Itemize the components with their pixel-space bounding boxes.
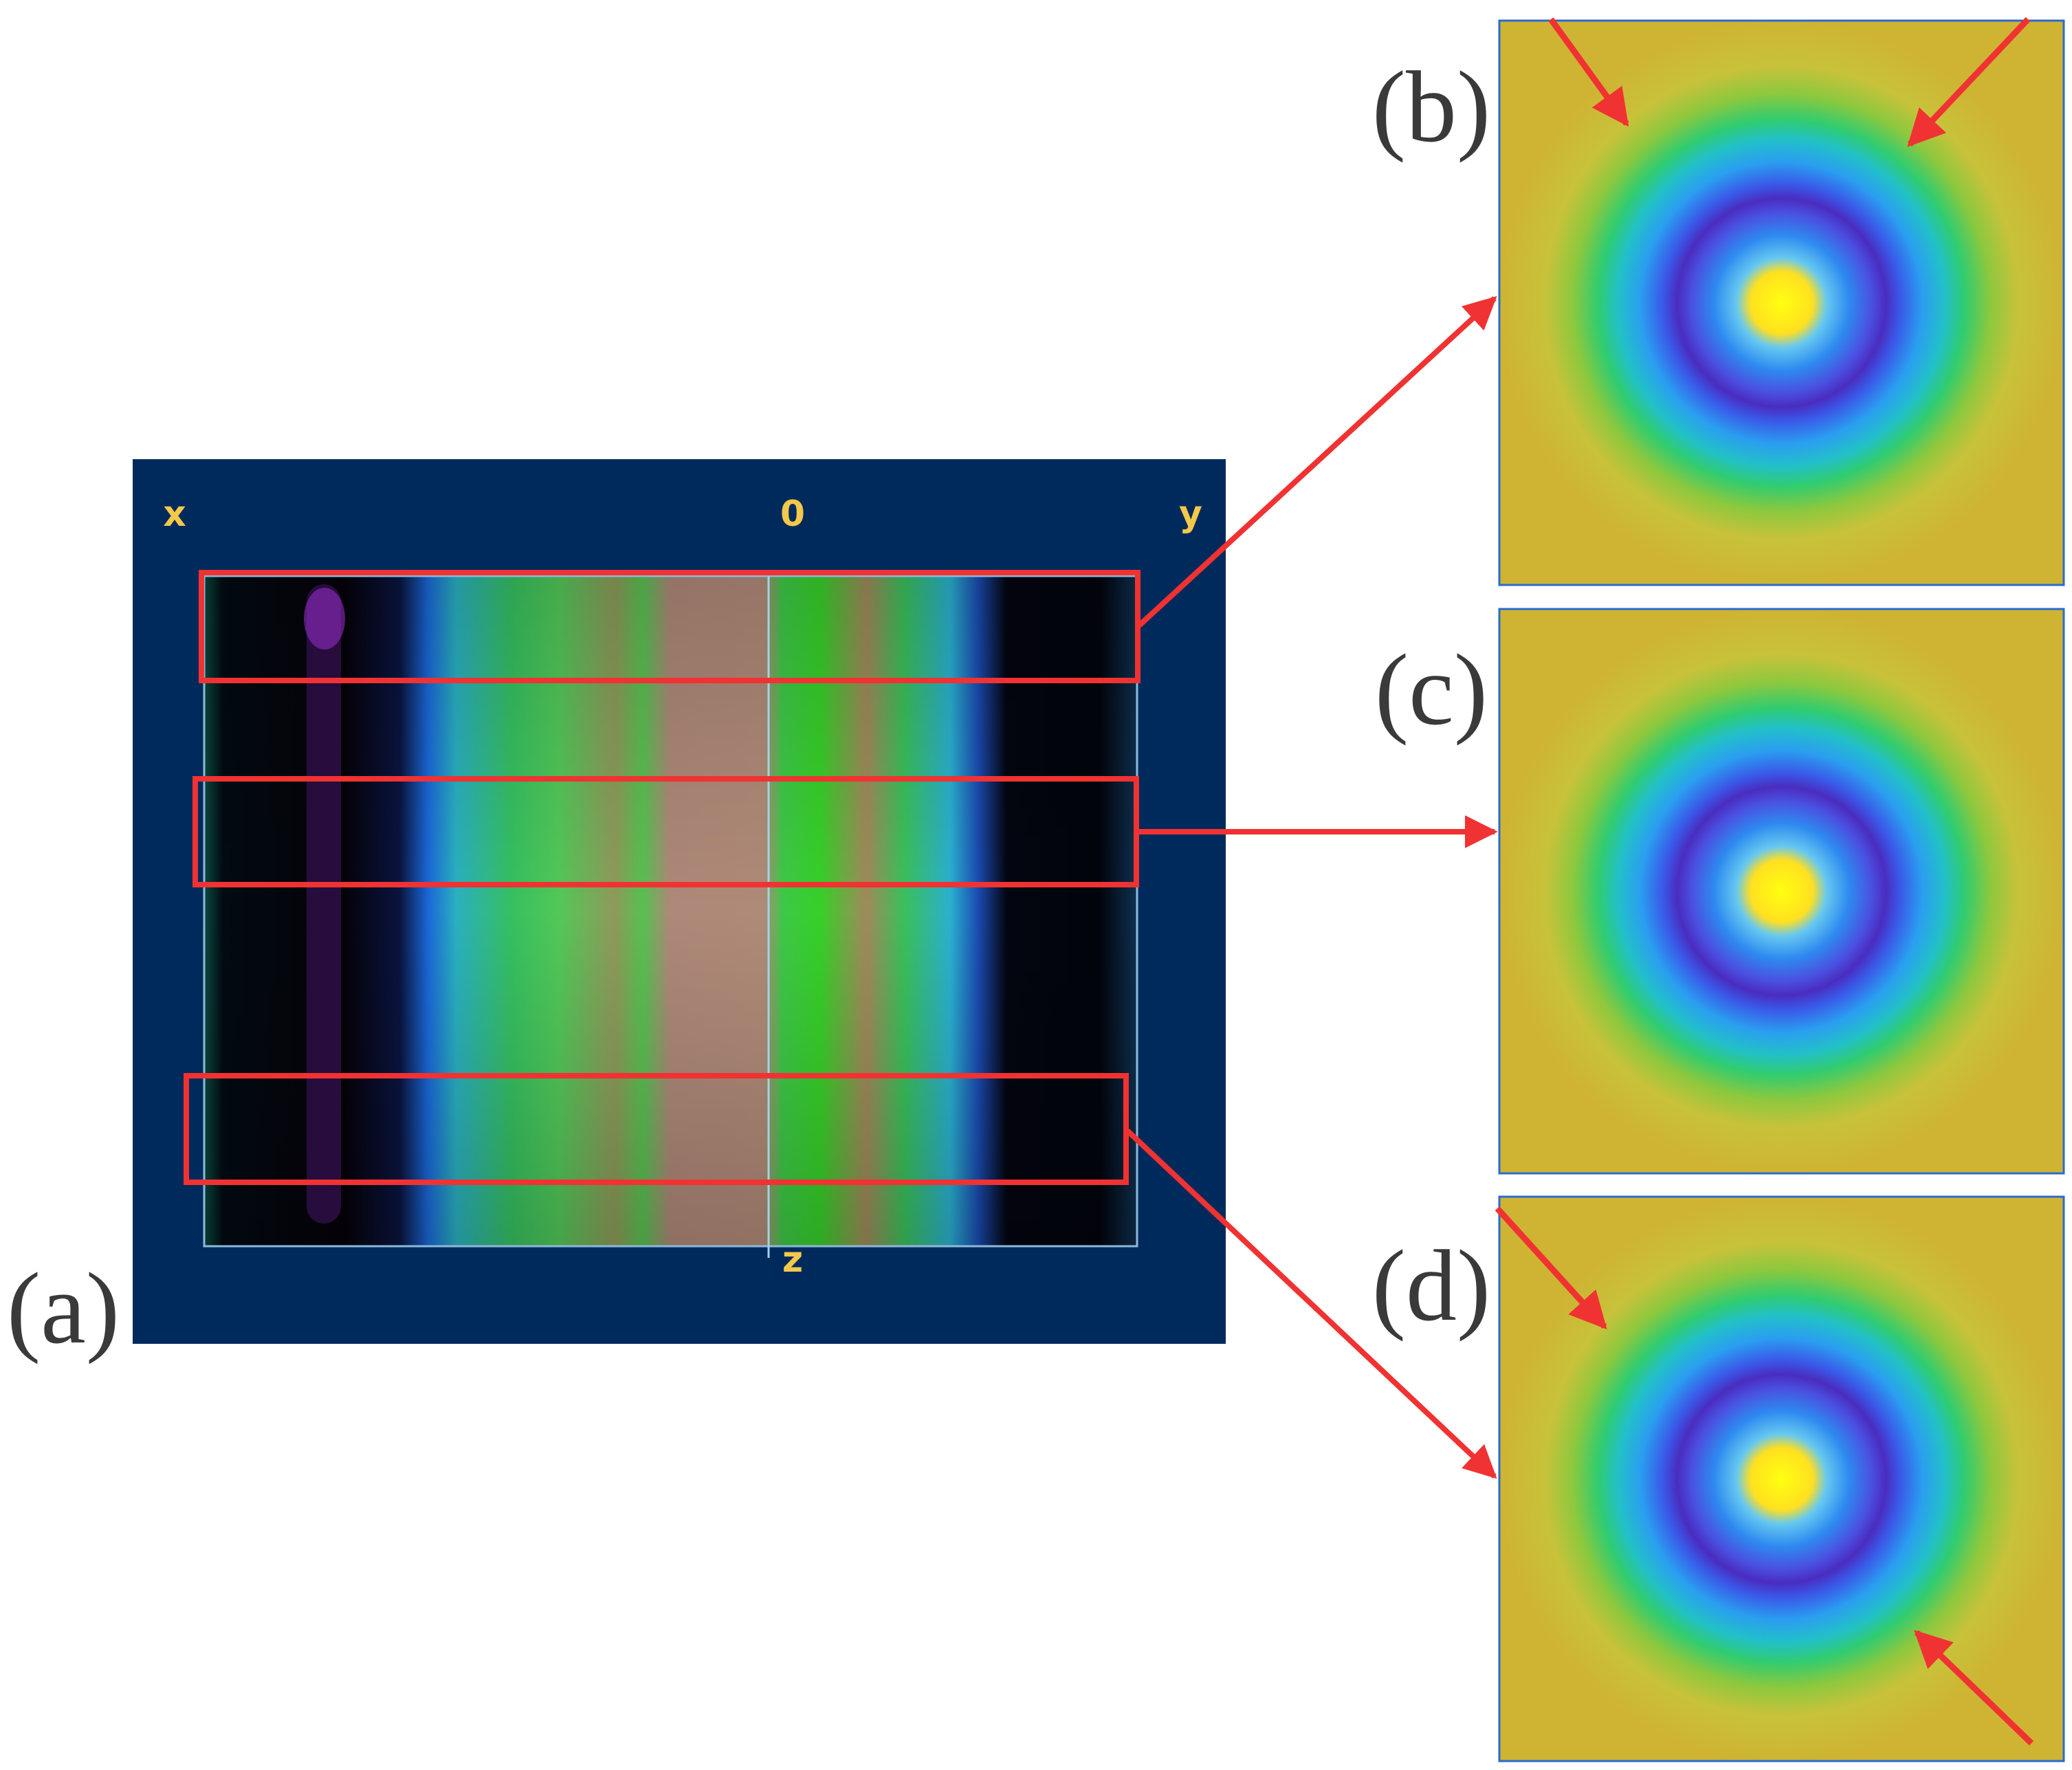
panel-b-border [1498,19,2065,586]
panel-a-label: (a) [7,1252,120,1365]
panel-c-label: (c) [1375,634,1488,746]
slice-highlight-bottom [184,1073,1129,1185]
panel-d-label: (d) [1372,1230,1491,1342]
connector-arrow-top-to-b [1137,296,1497,628]
axis-label-y: y [1179,494,1202,535]
volume-purple-streak [307,584,341,1224]
connector-arrow-bottom-to-d [1125,1129,1497,1479]
panel-b: (b) [1372,16,2065,586]
panel-b-pointer-arrow-right [1907,16,2031,147]
volume-bounding-box [203,575,1138,1248]
volume-shading [204,576,1137,1246]
panel-b-map [1499,21,2064,585]
axis-label-z: z [782,1239,803,1281]
panel-a: x 0 y z (a) [7,459,1226,1365]
axis-label-x: x [163,494,186,535]
slice-highlight-middle [192,776,1139,887]
panel-d-pointer-arrow-bottom [1914,1630,2034,1746]
axis-label-origin: 0 [780,494,805,535]
panel-c-map [1499,609,2064,1173]
panel-c: (c) [1375,608,2065,1175]
panel-c-border [1498,608,2065,1175]
panel-b-pointer-arrow-left [1548,17,1629,127]
volume-purple-spot [304,588,345,650]
slice-highlight-top [199,570,1140,683]
panel-d-map [1499,1197,2064,1761]
panel-d-border [1498,1195,2065,1762]
panel-d-pointer-arrow-top [1495,1206,1607,1329]
panel-d: (d) [1372,1195,2065,1762]
panel-b-label: (b) [1372,51,1491,164]
connector-arrows [1125,296,1498,1479]
